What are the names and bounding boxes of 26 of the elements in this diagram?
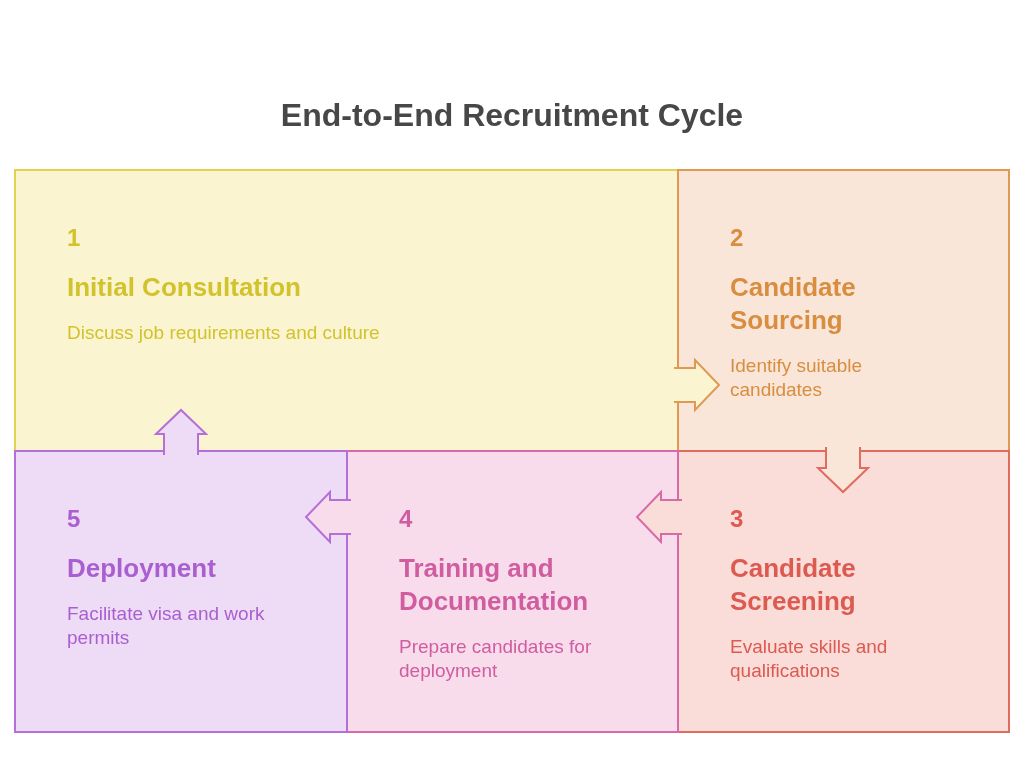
step-number: 3 (730, 505, 744, 533)
diagram-title: End-to-End Recruitment Cycle (280, 96, 744, 134)
arrow (153, 408, 209, 456)
step-number: 1 (67, 224, 81, 252)
step-description: Evaluate skills and qualifications (730, 635, 889, 683)
step-number: 4 (399, 505, 413, 533)
step-panel (677, 169, 1010, 452)
step-title: Candidate Sourcing (730, 271, 857, 337)
step-panel (346, 450, 679, 733)
step-description: Prepare candidates for deployment (399, 635, 593, 683)
step-description: Identify suitable candidates (730, 354, 864, 402)
arrow (304, 489, 352, 545)
step-number: 2 (730, 224, 744, 252)
step-title: Candidate Screening (730, 552, 857, 618)
step-number: 5 (67, 505, 81, 533)
step-title: Training and Documentation (399, 552, 590, 618)
step-panel (677, 450, 1010, 733)
step-description: Discuss job requirements and culture (67, 321, 380, 345)
step-description: Facilitate visa and work permits (67, 602, 266, 650)
step-title: Deployment (67, 552, 216, 585)
step-title: Initial Consultation (67, 271, 301, 304)
arrow (635, 489, 683, 545)
step-panel (14, 169, 679, 452)
arrow (673, 357, 721, 413)
arrow (815, 446, 871, 494)
step-panel (14, 450, 348, 733)
